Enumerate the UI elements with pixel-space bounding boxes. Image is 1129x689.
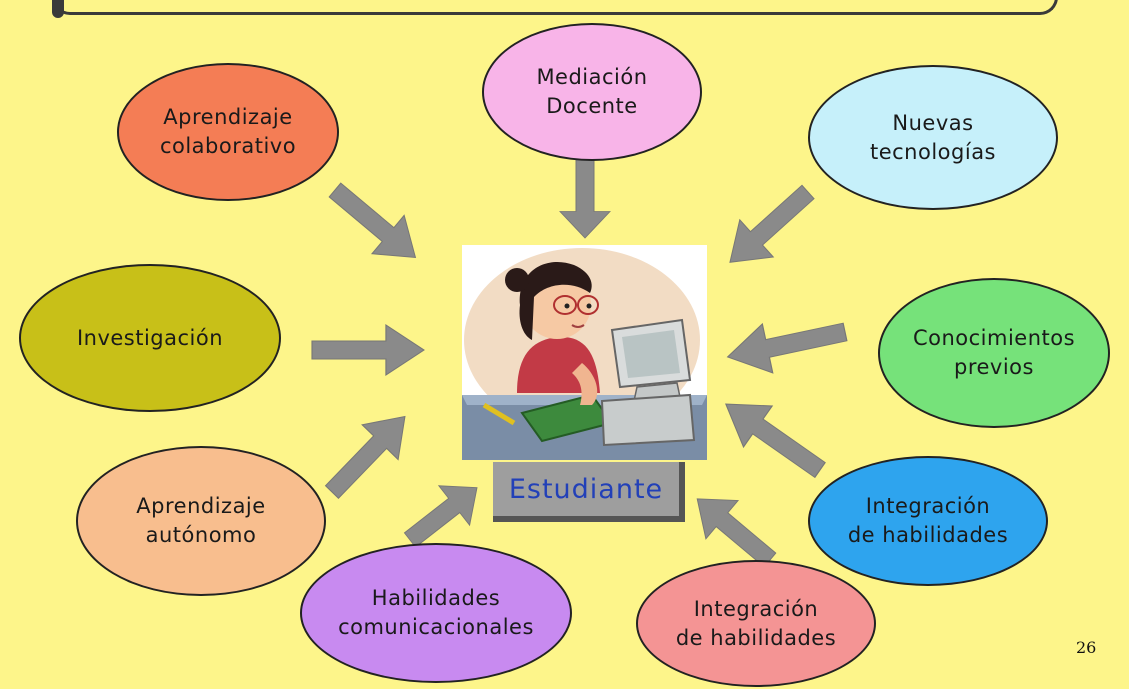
top-border-cap (52, 0, 64, 18)
node-investigacion: Investigación (19, 264, 281, 412)
student-illustration (462, 245, 707, 460)
node-label: Integración de habilidades (675, 596, 837, 650)
arrow-from-conocimientos-previos (721, 306, 851, 382)
node-integracion-habilidades-right: Integración de habilidades (808, 456, 1048, 586)
node-label: Nuevas tecnologías (869, 110, 996, 164)
node-label: Mediación Docente (536, 65, 648, 118)
node-habilidades-comunicacionales: Habilidades comunicacionales (300, 543, 572, 683)
node-aprendizaje-autonomo: Aprendizaje autónomo (76, 446, 326, 596)
node-label: Conocimientos previos (912, 326, 1076, 379)
arrow-from-mediacion-docente (559, 159, 611, 239)
arrow-from-investigacion (311, 324, 425, 376)
arrow-from-aprendizaje-colaborativo (318, 170, 433, 278)
student-at-computer-icon (462, 245, 707, 460)
student-label-text: Estudiante (508, 473, 664, 505)
node-nuevas-tecnologias: Nuevas tecnologías (808, 65, 1058, 210)
node-label: Integración de habilidades (847, 494, 1009, 547)
node-integracion-habilidades-bottom: Integración de habilidades (636, 560, 876, 687)
node-label: Aprendizaje colaborativo (159, 105, 297, 158)
arrow-from-integracion-habilidades-right (710, 383, 835, 492)
node-conocimientos-previos: Conocimientos previos (878, 278, 1110, 428)
node-label: Habilidades comunicacionales (338, 586, 534, 639)
node-label: Investigación (76, 325, 224, 350)
student-label: Estudiante (493, 462, 685, 522)
arrow-from-nuevas-tecnologias (712, 172, 826, 282)
arrow-from-aprendizaje-autonomo (313, 398, 424, 510)
page-number: 26 (1076, 638, 1097, 657)
node-label: Aprendizaje autónomo (136, 494, 266, 547)
node-mediacion-docente: Mediación Docente (482, 23, 702, 161)
node-aprendizaje-colaborativo: Aprendizaje colaborativo (117, 63, 339, 201)
